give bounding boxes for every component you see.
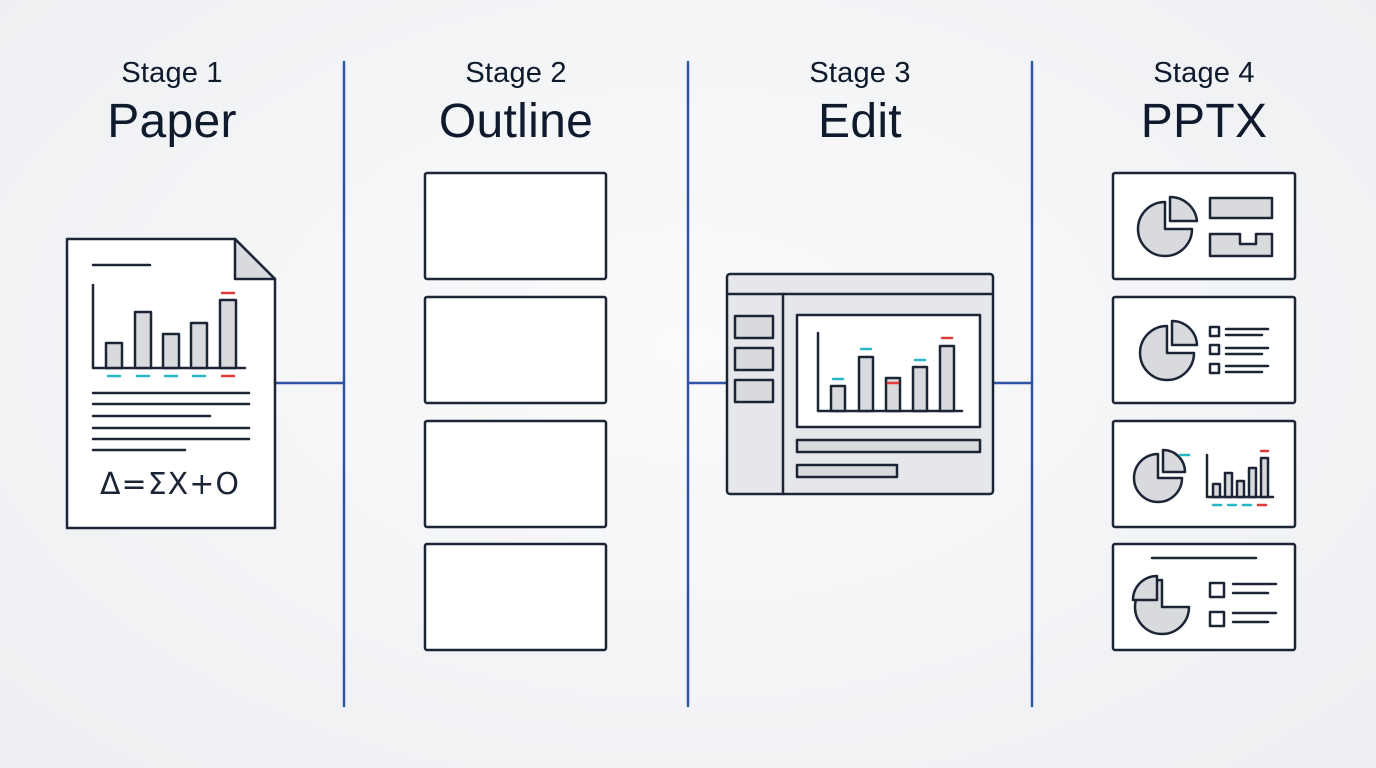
document-text-lines xyxy=(91,391,251,452)
pie-slice xyxy=(1161,448,1187,474)
editor-text-field xyxy=(795,438,982,454)
stage-1-number: Stage 1 xyxy=(121,57,223,89)
document-bar xyxy=(104,341,124,370)
pie-slice xyxy=(1170,319,1199,347)
pie-chart-icon xyxy=(1136,200,1194,258)
document-with-chart-icon: Δ=ΣX+O xyxy=(65,237,277,530)
mini-bar xyxy=(1235,479,1246,499)
editor-bar xyxy=(829,384,847,413)
stage-2-name: Outline xyxy=(438,95,594,148)
document-bar xyxy=(133,310,153,370)
stage-1-heading: Stage 1 Paper xyxy=(42,52,302,150)
mini-chart-bars xyxy=(1211,456,1270,499)
editor-text-field xyxy=(795,463,899,479)
outline-slide-4 xyxy=(423,542,608,652)
document-bar xyxy=(161,332,181,370)
mini-bar xyxy=(1223,471,1234,499)
stage-4-heading: Stage 4 PPTX xyxy=(1074,52,1334,150)
bullet-checkbox xyxy=(1208,343,1221,356)
outline-slide-2 xyxy=(423,295,608,405)
document-folded-corner xyxy=(233,237,277,281)
stage-3-number: Stage 3 xyxy=(809,57,911,89)
stage-1-name: Paper xyxy=(107,95,237,148)
bullet-checkbox xyxy=(1208,581,1226,599)
stage-2-number: Stage 2 xyxy=(465,57,567,89)
editor-thumbnail xyxy=(733,314,775,340)
outline-slide-3 xyxy=(423,419,608,529)
pie-slice xyxy=(1131,574,1159,602)
document-bar xyxy=(218,298,238,370)
stage-2-heading: Stage 2 Outline xyxy=(386,52,646,150)
bullet-checkbox xyxy=(1208,610,1226,628)
pptx-slide-1 xyxy=(1111,171,1297,281)
stage-dividers xyxy=(274,60,1034,708)
editor-bar xyxy=(938,344,956,413)
editor-bar xyxy=(884,376,902,413)
mini-bar xyxy=(1259,456,1270,499)
editor-bar xyxy=(857,355,875,413)
editor-thumbnail xyxy=(733,378,775,404)
editor-thumbnail xyxy=(733,346,775,372)
editor-chart-bars xyxy=(829,344,956,413)
slide-text-block xyxy=(1208,196,1274,220)
stage-3-name: Edit xyxy=(818,95,902,148)
pptx-slide-4 xyxy=(1111,542,1297,652)
pie-chart-icon xyxy=(1132,452,1184,504)
mini-bar xyxy=(1247,466,1258,499)
document-formula: Δ=ΣX+O xyxy=(100,467,240,502)
stage-3-heading: Stage 3 Edit xyxy=(730,52,990,150)
pie-chart-icon xyxy=(1138,324,1196,382)
pptx-slide-3 xyxy=(1111,419,1297,529)
bullet-checkbox xyxy=(1208,325,1221,338)
mini-bar xyxy=(1211,482,1222,499)
generated-slide-thumbnails xyxy=(1111,171,1297,652)
pptx-slide-2 xyxy=(1111,295,1297,405)
stage-4-number: Stage 4 xyxy=(1153,57,1255,89)
pie-slice xyxy=(1168,195,1199,223)
stage-4-name: PPTX xyxy=(1140,95,1268,148)
outline-slide-placeholders xyxy=(423,171,608,652)
bullet-checkbox xyxy=(1208,362,1221,375)
document-bar xyxy=(189,321,209,370)
editor-bar xyxy=(911,365,929,413)
slide-editor-window-icon xyxy=(725,272,995,496)
slide-image-block xyxy=(1208,232,1274,258)
document-chart-bars xyxy=(104,298,238,370)
outline-slide-1 xyxy=(423,171,608,281)
